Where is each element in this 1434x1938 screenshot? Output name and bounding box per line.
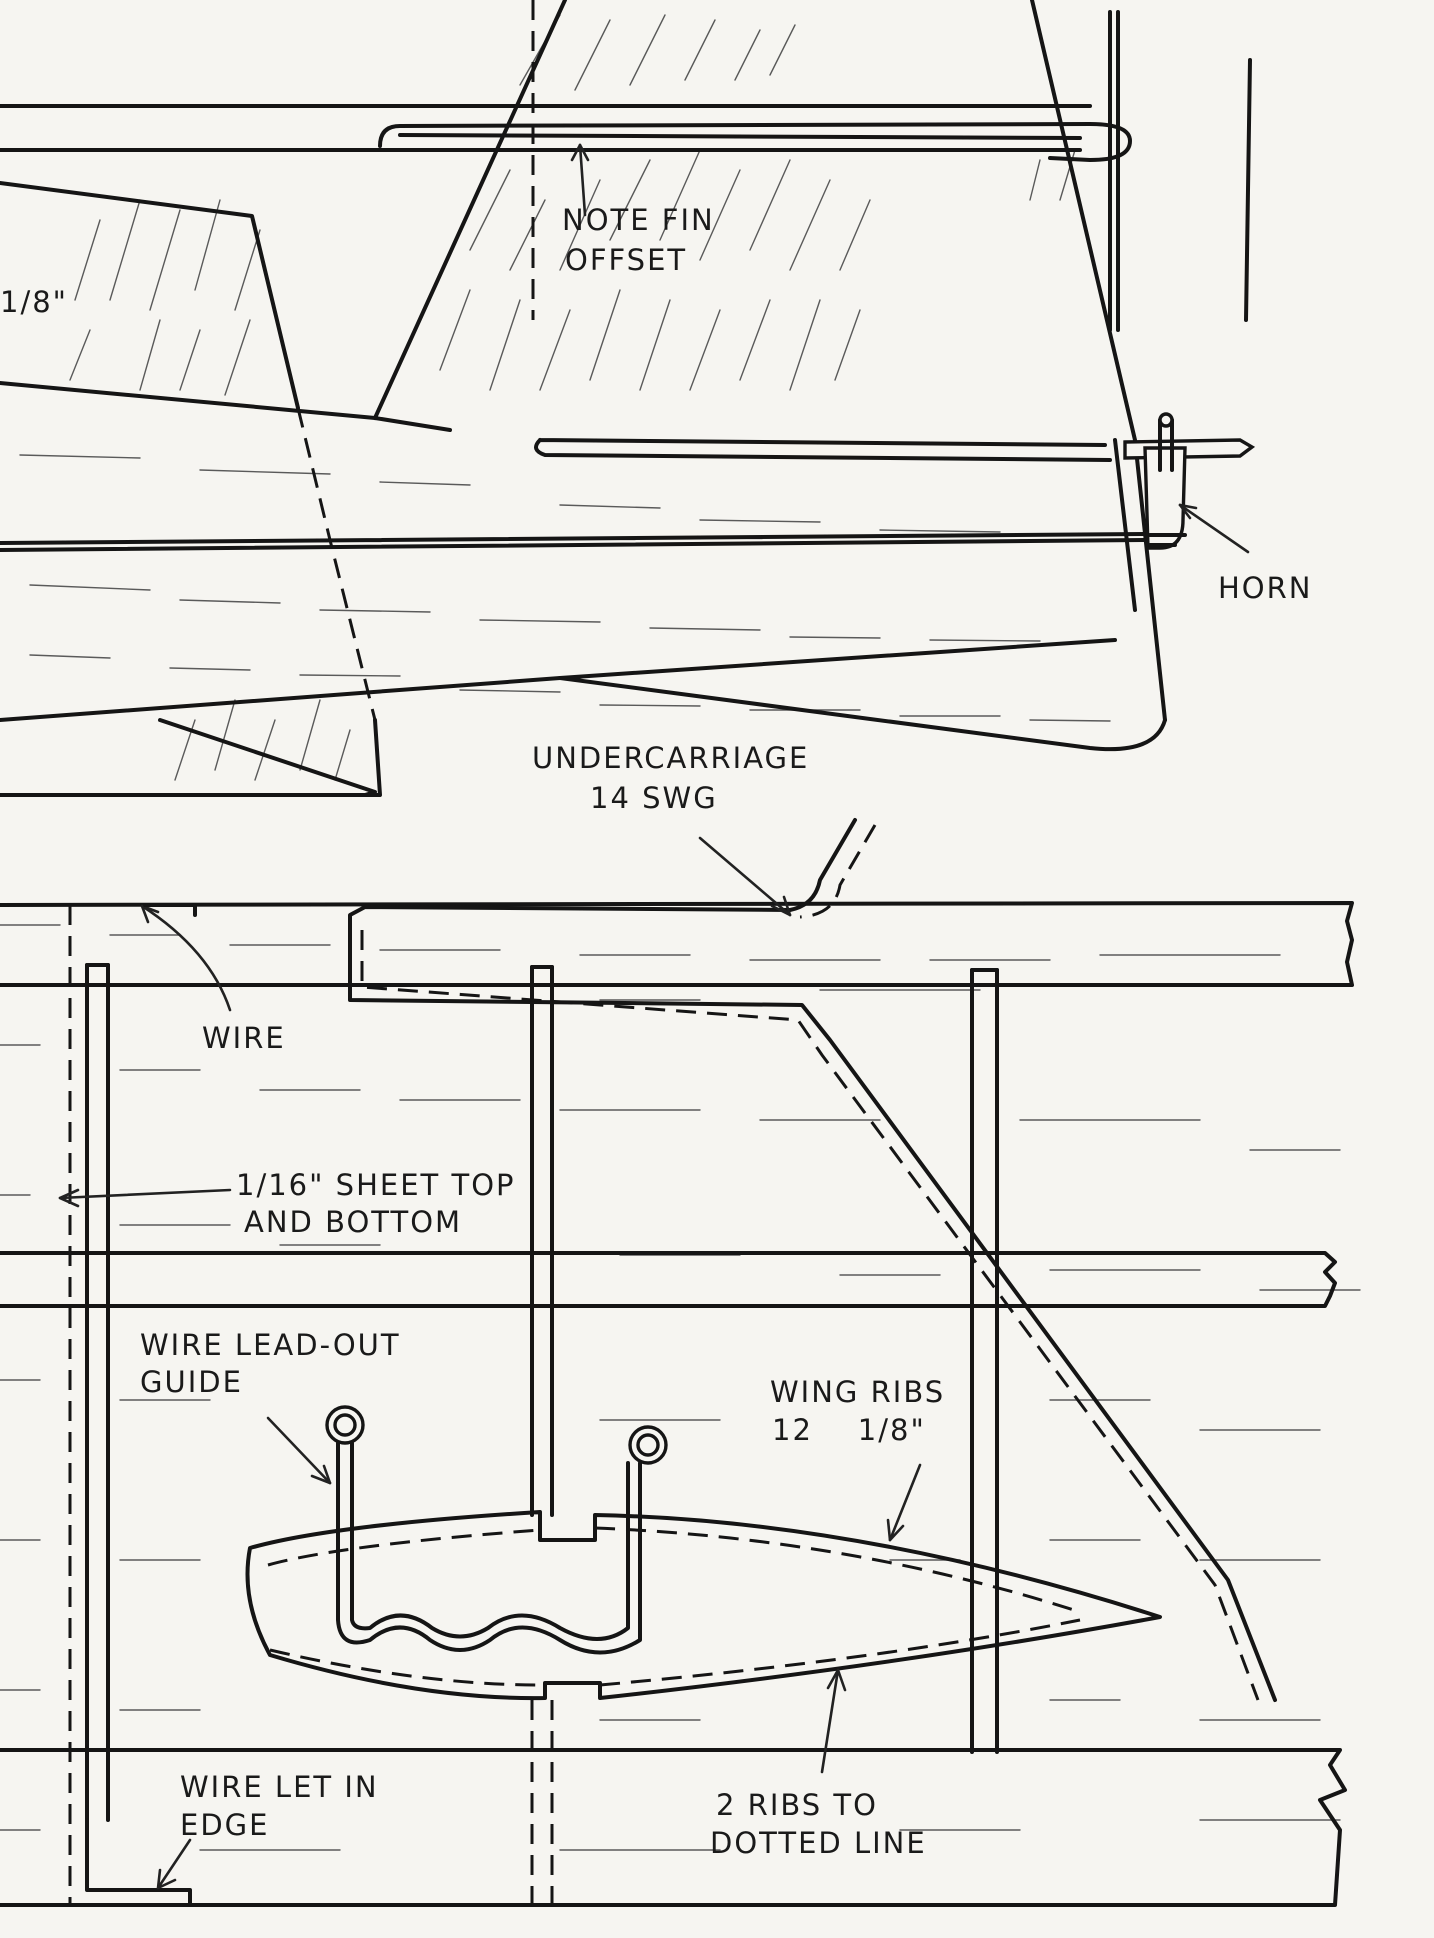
wire-label: WIRE	[202, 1021, 286, 1055]
tailplane-lower-edge	[0, 381, 452, 432]
two-ribs-label-line2: DOTTED LINE	[710, 1826, 927, 1860]
trailing-edge	[0, 1748, 1347, 1907]
wing-ribs-label-line2: 12 1/8"	[772, 1413, 926, 1447]
wire-let-in-edge	[85, 1818, 192, 1907]
wing-plan	[0, 818, 1361, 1907]
note-fin-label-line2: OFFSET	[565, 243, 687, 277]
lead-out-leader-arrow	[266, 1416, 332, 1485]
sheet-label-line2: AND BOTTOM	[244, 1205, 462, 1239]
sheet-label-line1: 1/16" SHEET TOP	[236, 1168, 516, 1202]
tail-assembly	[0, 0, 1256, 1001]
rudder-outline	[558, 638, 1167, 752]
undercarriage-label-line2: 14 SWG	[590, 781, 718, 815]
rudder-trailing-edge	[1113, 438, 1137, 612]
horn-leader-arrow	[1178, 503, 1250, 554]
wire-leader-arrow	[140, 904, 232, 1012]
wire-let-in-label-line1: WIRE LET IN	[180, 1770, 379, 1804]
elevator-rod-sleeve	[534, 438, 1112, 462]
note-fin-label-line1: NOTE FIN	[562, 203, 715, 237]
two-ribs-leader-arrow	[820, 1668, 847, 1774]
two-ribs-label-line1: 2 RIBS TO	[716, 1788, 878, 1822]
lead-out-guide-wire	[325, 1405, 668, 1655]
wire-edge-step	[143, 903, 197, 917]
tailplane-hinge-dashed	[296, 407, 377, 721]
fuselage-grain	[19, 454, 1111, 1001]
tailplane-grain-hatching	[69, 199, 351, 781]
fuselage-bottom-line	[0, 676, 562, 722]
tailplane-root-line	[0, 718, 382, 797]
fin-grain-hatching	[439, 14, 1076, 391]
control-line-rod	[0, 532, 1152, 552]
wing-rib-right	[970, 968, 999, 1754]
wing-ribs-leader-arrow	[886, 1463, 922, 1542]
undercarriage-leader-arrow	[698, 836, 792, 917]
lead-out-label-line2: GUIDE	[140, 1365, 243, 1399]
wing-ribs-label-line1: WING RIBS	[770, 1375, 945, 1409]
wing-rib-center	[530, 965, 554, 1905]
control-horn	[1123, 412, 1256, 550]
rib-airfoil-section	[245, 1510, 1162, 1701]
wire-let-in-arrow	[156, 1838, 192, 1890]
tailplane-outline	[0, 181, 300, 410]
sheet-leader-arrow	[58, 1188, 232, 1208]
leading-edge-spar	[0, 901, 1354, 987]
wing-rib-left	[85, 963, 110, 1822]
elevator-pushrod-loop	[378, 122, 1132, 162]
plan-edge-line	[1244, 58, 1252, 322]
tailplane-thickness-label: 1/8"	[0, 285, 68, 319]
wire-let-in-label-line2: EDGE	[180, 1808, 269, 1842]
undercarriage-wire-inner-dashed	[360, 824, 1260, 1701]
horn-label: HORN	[1218, 571, 1312, 605]
note-fin-leader-arrow	[570, 143, 590, 217]
tailplane-trailing-edge	[158, 718, 377, 797]
tail-post-rod	[1108, 10, 1120, 332]
lead-out-label-line1: WIRE LEAD-OUT	[140, 1328, 401, 1362]
undercarriage-label-line1: UNDERCARRIAGE	[532, 741, 809, 775]
main-spar	[0, 1251, 1337, 1308]
undercarriage-wire	[348, 818, 1277, 1702]
